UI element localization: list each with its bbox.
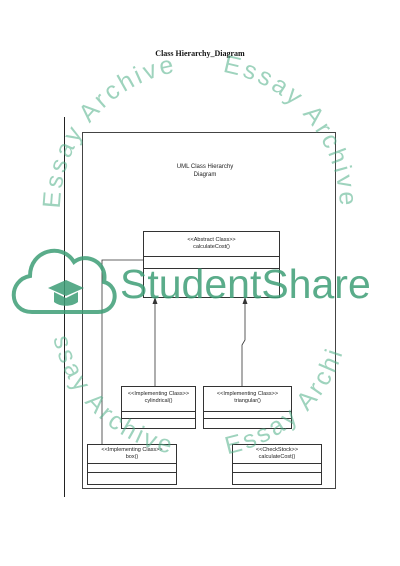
- cylindrical-class-stereotype: <<Implementing Class>>: [127, 391, 190, 397]
- box-class-method: box(): [125, 454, 139, 460]
- triangular-arrowhead: [242, 297, 248, 304]
- diagram-title: UML Class Hierarchy Diagram: [166, 163, 244, 179]
- triangular-class-stereotype: <<Implementing Class>>: [216, 391, 279, 397]
- box-class-stereotype: <<Implementing Class>>: [101, 447, 163, 453]
- abstract-class-method: calculateCost(): [193, 244, 230, 250]
- cylindrical-arrowhead: [152, 297, 158, 304]
- abstract-class-divider: [144, 256, 279, 257]
- cylindrical-class-divider: [122, 418, 195, 419]
- graduation-cap-icon: [48, 280, 84, 306]
- cloud-icon: [11, 248, 117, 314]
- margin-line: [64, 117, 65, 497]
- triangular-class-divider: [204, 418, 291, 419]
- page-title: Class Hierarchy_Diagram: [155, 49, 245, 58]
- checkstock-class-box: <<CheckStock>> calculateCost(): [232, 444, 322, 485]
- checkstock-class-divider: [233, 472, 321, 473]
- abstract-class-box: <<Abstract Class>> calculateCost(): [143, 231, 280, 298]
- box-class-box: <<Implementing Class>> box(): [87, 444, 177, 485]
- triangular-class-method: triangular(): [234, 398, 261, 404]
- diagram-title-line-2: Diagram: [193, 172, 217, 178]
- cylindrical-class-box: <<Implementing Class>> cylindrical(): [121, 386, 196, 429]
- triangular-class-box: <<Implementing Class>> triangular(): [203, 386, 292, 429]
- box-class-divider: [88, 472, 176, 473]
- abstract-class-stereotype: <<Abstract Class>>: [187, 237, 236, 243]
- abstract-class-divider: [144, 268, 279, 269]
- checkstock-class-divider: [233, 463, 321, 464]
- checkstock-class-stereotype: <<CheckStock>>: [255, 447, 299, 453]
- watermark-brand: StudentShare: [120, 261, 371, 307]
- triangular-connector: [241, 298, 246, 386]
- cylindrical-class-method: cylindrical(): [144, 398, 173, 404]
- cylindrical-class-divider: [122, 411, 195, 412]
- triangular-class-divider: [204, 411, 291, 412]
- box-class-divider: [88, 463, 176, 464]
- checkstock-class-method: calculateCost(): [258, 454, 296, 460]
- diagram-title-line-1: UML Class Hierarchy: [176, 164, 234, 170]
- box-connector: [101, 259, 143, 444]
